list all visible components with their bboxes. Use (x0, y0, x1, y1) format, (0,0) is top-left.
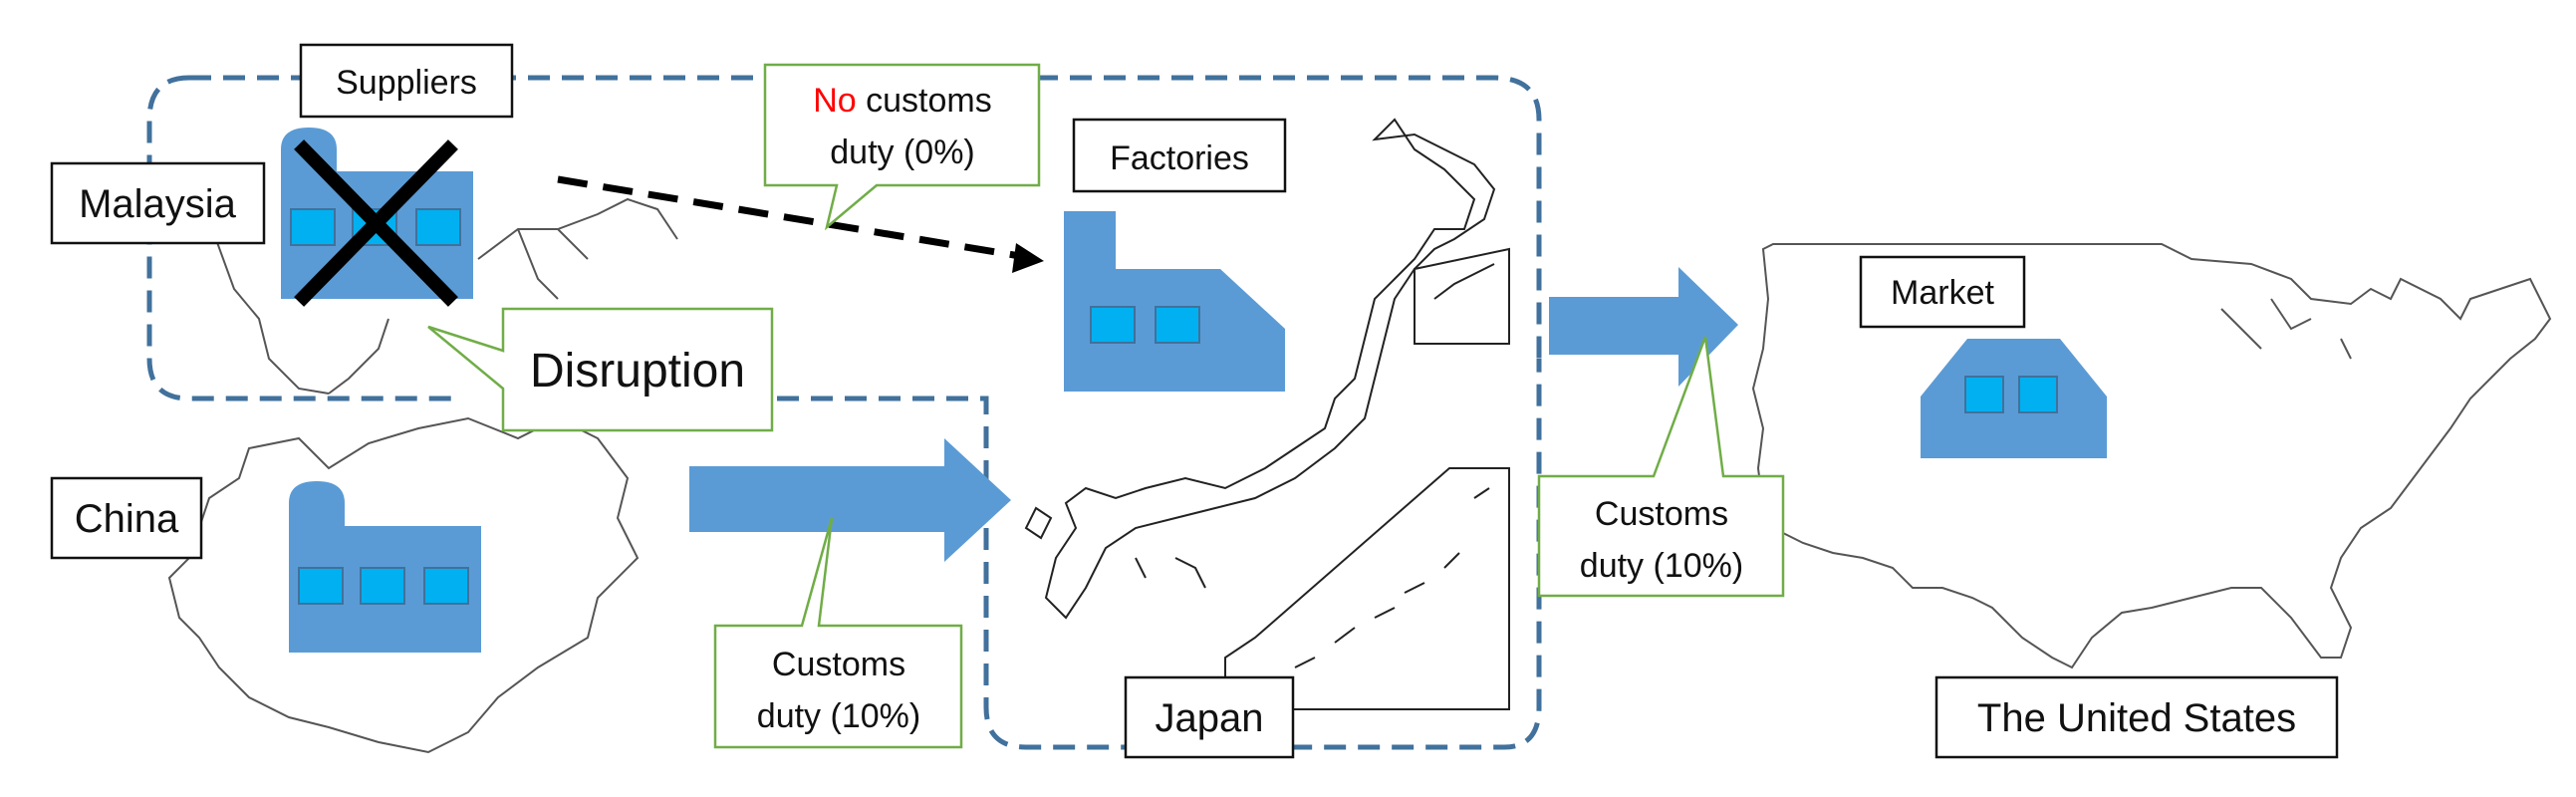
no-duty-red-text: No (813, 82, 856, 120)
malaysia-label-box: Malaysia (50, 161, 266, 245)
no-duty-line2: duty (0%) (830, 133, 975, 171)
market-label: Market (1891, 274, 1994, 312)
japan-map (1024, 118, 1496, 620)
no-duty-rest-text: customs (857, 82, 992, 120)
us-market-store-icon (1921, 339, 2107, 458)
okinawa-islands (1294, 487, 1490, 668)
no-duty-callout: No customs duty (0%) (763, 63, 1041, 231)
disruption-callout: Disruption (427, 307, 774, 432)
malaysia-map (178, 197, 678, 395)
suppliers-label-box: Suppliers (299, 43, 514, 119)
china-duty-line1: Customs (772, 646, 905, 683)
disruption-x-mark-icon (294, 139, 458, 307)
japan-label: Japan (1156, 696, 1264, 740)
malaysia-to-japan-dashed-arrow (557, 175, 1027, 261)
china-to-japan-arrow (689, 438, 1011, 562)
factories-label-box: Factories (1072, 118, 1287, 193)
factory-region-dashed (777, 359, 1542, 750)
japan-inset-box (1414, 247, 1510, 345)
china-map (167, 416, 640, 754)
japan-label-box: Japan (1124, 675, 1295, 759)
china-duty-callout: Customs duty (10%) (713, 517, 963, 749)
japan-factory-icon (1064, 211, 1285, 392)
disruption-label: Disruption (530, 345, 745, 398)
us-duty-line1: Customs (1595, 495, 1728, 533)
china-duty-line2: duty (10%) (757, 697, 920, 735)
china-factory-icon (289, 481, 481, 653)
us-duty-callout: Customs duty (10%) (1537, 336, 1785, 598)
japan-to-us-arrow (1549, 267, 1738, 387)
japan-okinawa-box (1224, 467, 1510, 710)
china-label-box: China (50, 476, 203, 560)
china-label: China (75, 497, 179, 541)
us-map (1751, 243, 2552, 669)
suppliers-label: Suppliers (336, 64, 477, 102)
us-duty-line2: duty (10%) (1580, 547, 1743, 585)
us-label: The United States (1977, 696, 2296, 740)
supplier-region-dashed-left (146, 75, 458, 401)
market-label-box: Market (1859, 255, 2026, 329)
supplier-region-dashed (189, 75, 1542, 359)
us-label-box: The United States (1934, 675, 2339, 759)
malaysia-label: Malaysia (79, 182, 237, 226)
no-duty-line1: No customs (813, 82, 992, 120)
factories-label: Factories (1110, 139, 1249, 177)
inset-islands (1433, 263, 1495, 300)
dashed-arrow-head (1012, 243, 1044, 273)
